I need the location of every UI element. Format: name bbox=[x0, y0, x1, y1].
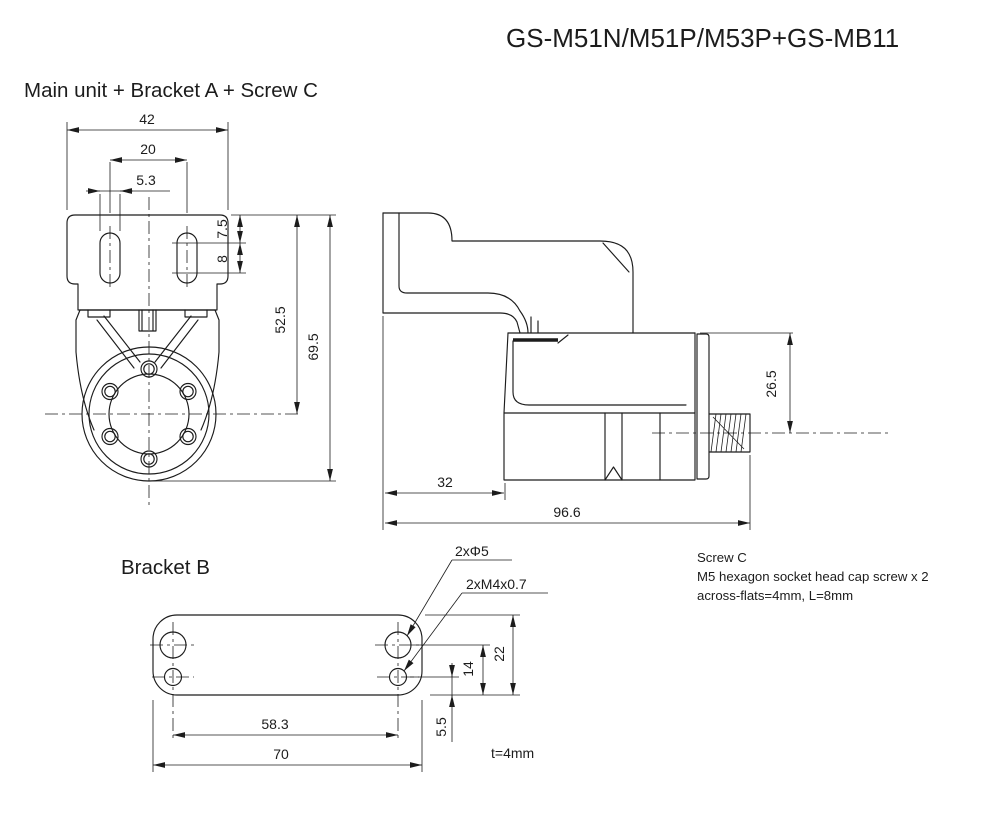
bracket-b-view: 2xΦ5 2xM4x0.7 58.3 70 22 14 5.5 bbox=[150, 543, 548, 772]
dim-hole-to-edge: 14 bbox=[460, 661, 476, 677]
screw-c-line3: across-flats=4mm, L=8mm bbox=[697, 588, 853, 603]
callout-thread: 2xM4x0.7 bbox=[466, 576, 527, 592]
dim-plate-width: 70 bbox=[273, 746, 289, 762]
front-view-dimensions: 42 20 5.3 7.5 8 52.5 69.5 bbox=[66, 111, 336, 482]
dim-total-height: 69.5 bbox=[305, 333, 321, 360]
dim-slot-top-offset: 7.5 bbox=[214, 219, 230, 239]
bracket-a-profile bbox=[382, 212, 634, 334]
drawing-title: GS-M51N/M51P/M53P+GS-MB11 bbox=[506, 23, 899, 53]
bracket-b-plate bbox=[152, 614, 423, 696]
side-view-dimensions: 26.5 32 96.6 bbox=[382, 316, 793, 530]
dim-thread-to-edge: 5.5 bbox=[433, 717, 449, 737]
hole-callouts: 2xΦ5 2xM4x0.7 bbox=[403, 543, 548, 672]
screw-c-line2: M5 hexagon socket head cap screw x 2 bbox=[697, 569, 929, 584]
dim-hole-spacing: 58.3 bbox=[261, 716, 288, 732]
bracket-b-holes bbox=[159, 631, 412, 687]
screw-c-line1: Screw C bbox=[697, 550, 747, 565]
main-view-label: Main unit + Bracket A + Screw C bbox=[24, 79, 318, 102]
dim-bracket-depth: 32 bbox=[437, 474, 453, 490]
screw-c-note: Screw C M5 hexagon socket head cap screw… bbox=[697, 550, 929, 603]
bracket-b-label: Bracket B bbox=[121, 556, 210, 579]
dim-slot-spacing: 20 bbox=[140, 141, 156, 157]
dim-plate-height: 22 bbox=[491, 646, 507, 662]
sensor-body-side bbox=[503, 332, 888, 481]
dim-bracket-width: 42 bbox=[139, 111, 155, 127]
dim-slot-width: 5.3 bbox=[136, 172, 156, 188]
dim-center-height: 52.5 bbox=[272, 306, 288, 333]
front-view: 42 20 5.3 7.5 8 52.5 69.5 bbox=[45, 111, 336, 508]
thickness-note: t=4mm bbox=[491, 745, 534, 761]
callout-hole-dia: 2xΦ5 bbox=[455, 543, 489, 559]
dim-connector-height: 26.5 bbox=[763, 370, 779, 397]
slot-left bbox=[99, 232, 121, 284]
bracket-b-dimensions: 58.3 70 22 14 5.5 bbox=[152, 614, 520, 772]
side-view: 26.5 32 96.6 bbox=[382, 212, 888, 530]
dim-slot-length: 8 bbox=[214, 255, 230, 263]
dim-total-depth: 96.6 bbox=[553, 504, 580, 520]
